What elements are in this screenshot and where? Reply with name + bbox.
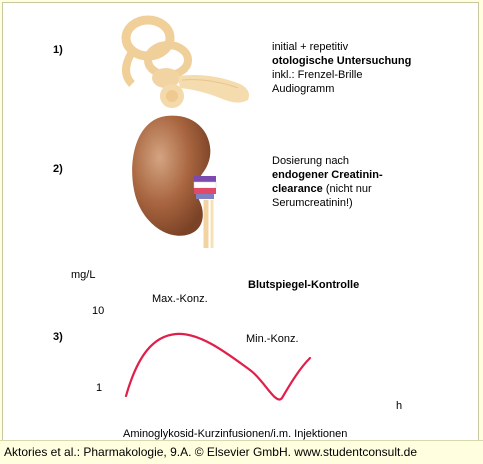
step-2-text: Dosierung nach endogener Creatinin- clea…	[272, 154, 383, 210]
concentration-curve-line	[126, 334, 310, 400]
step-3-title: Blutspiegel-Kontrolle	[248, 278, 359, 292]
copyright-footer: Aktories et al.: Pharmakologie, 9.A. © E…	[0, 440, 483, 464]
step-2-line-1: Dosierung nach	[272, 154, 383, 168]
figure-panel: 1) initial + repetitiv otologische Unter…	[6, 6, 476, 438]
step-1-number: 1)	[53, 44, 63, 56]
chart-caption: Aminoglykosid-Kurzinfusionen/i.m. Injekt…	[123, 427, 347, 441]
step-1-text: initial + repetitiv otologische Untersuc…	[272, 40, 411, 96]
y-unit-label: mg/L	[71, 268, 95, 282]
kidney-illustration	[126, 110, 236, 250]
y-tick-10: 10	[92, 304, 104, 318]
step-1-line-3: inkl.: Frenzel-Brille	[272, 68, 411, 82]
step-2-line-4: Serumcreatinin!)	[272, 196, 383, 210]
x-unit-label: h	[396, 399, 402, 413]
step-2-line-2: endogener Creatinin-	[272, 168, 383, 182]
max-conc-label: Max.-Konz.	[152, 292, 208, 306]
step-1-line-2: otologische Untersuchung	[272, 54, 411, 68]
step-1-line-1: initial + repetitiv	[272, 40, 411, 54]
step-3-number: 3)	[53, 331, 63, 343]
y-tick-1: 1	[96, 381, 102, 395]
concentration-curve	[116, 324, 316, 404]
inner-ear-illustration	[110, 12, 260, 112]
step-2-line-3: clearance (nicht nur	[272, 182, 383, 196]
step-2-number: 2)	[53, 163, 63, 175]
step-1-line-4: Audiogramm	[272, 82, 411, 96]
